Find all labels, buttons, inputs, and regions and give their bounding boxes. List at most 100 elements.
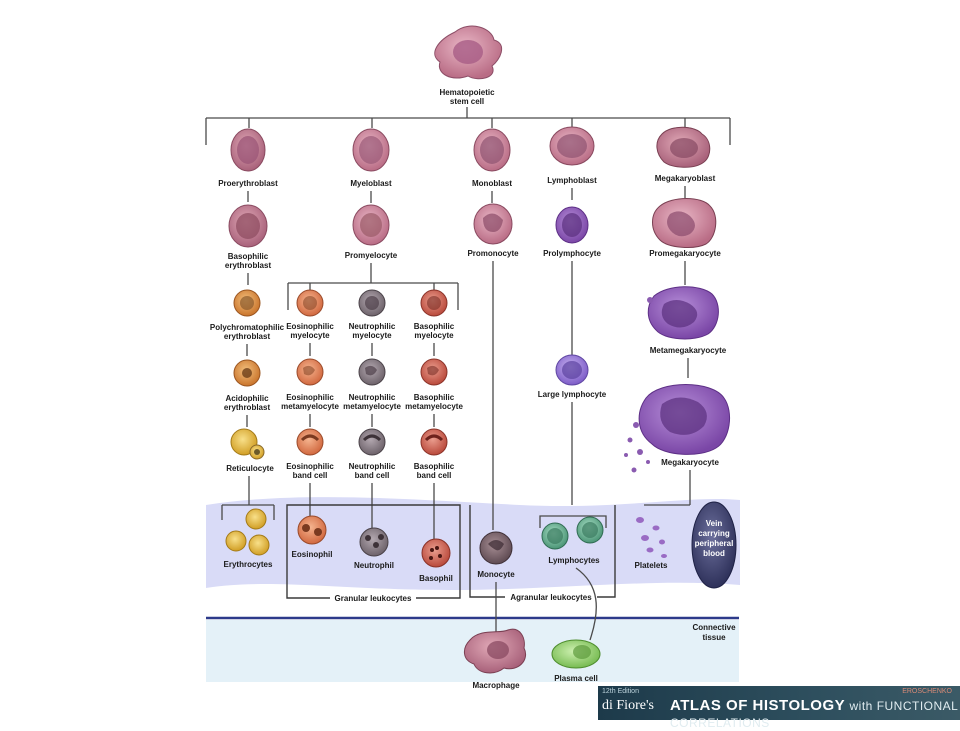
neutrophilic-band-cell-label-2: band cell xyxy=(355,471,390,480)
megakaryoblast-label: Megakaryoblast xyxy=(655,174,716,183)
promonocyte-icon xyxy=(473,203,513,245)
basophilic-metamyelocyte-icon xyxy=(420,358,448,386)
platelets-icon xyxy=(636,517,667,558)
megakaryocyte-icon xyxy=(624,384,731,473)
vein-label: Vein xyxy=(706,519,723,528)
monocyte-label: Monocyte xyxy=(477,570,515,579)
reticulocyte-label: Reticulocyte xyxy=(226,464,274,473)
eosinophilic-metamyelocyte-icon xyxy=(296,358,324,386)
promegakaryocyte-label: Promegakaryocyte xyxy=(649,249,721,258)
platelets-label: Platelets xyxy=(635,561,668,570)
erythrocytes-icon xyxy=(225,508,270,556)
prolymphocyte-icon xyxy=(555,206,589,244)
myeloblast-label: Myeloblast xyxy=(350,179,392,188)
promyelocyte-icon xyxy=(352,204,390,246)
basophilic-myelocyte-label: Basophilic xyxy=(414,322,455,331)
monocyte-icon xyxy=(479,531,513,565)
basophil-label: Basophil xyxy=(419,574,453,583)
neutrophilic-band-cell-label: Neutrophilic xyxy=(349,462,396,471)
publisher-label: di Fiore's xyxy=(602,698,654,713)
reticulocyte-icon xyxy=(230,428,265,460)
promegakaryocyte-icon xyxy=(652,198,717,248)
neutrophil-label: Neutrophil xyxy=(354,561,394,570)
basophilic-myelocyte-icon xyxy=(420,289,448,317)
polychromatophilic-label: Polychromatophilic xyxy=(210,323,285,332)
basophilic-erythroblast-icon xyxy=(228,204,268,248)
lymphocytes-icon xyxy=(541,516,604,550)
granular-leukocytes-bracket xyxy=(286,504,461,599)
basophilic-band-cell-icon xyxy=(420,428,448,456)
neutrophilic-myelocyte-label: Neutrophilic xyxy=(349,322,396,331)
book-title-main: ATLAS OF HISTOLOGY xyxy=(670,697,845,714)
lymphocytes-label: Lymphocytes xyxy=(548,556,600,565)
eosinophilic-metamyelocyte-label: Eosinophilic xyxy=(286,393,334,402)
basophilic-myelocyte-label-2: myelocyte xyxy=(414,331,454,340)
eosinophilic-band-cell-label-2: band cell xyxy=(293,471,328,480)
proerythroblast-icon xyxy=(230,128,266,172)
large-lymphocyte-label: Large lymphocyte xyxy=(538,390,607,399)
plasma-cell-icon xyxy=(551,639,601,669)
book-title: ATLAS OF HISTOLOGY with FUNCTIONAL CORRE… xyxy=(670,697,960,731)
eosinophil-icon xyxy=(297,515,327,545)
large-lymphocyte-icon xyxy=(555,354,589,386)
polychromatophilic-label-2: erythroblast xyxy=(224,332,271,341)
megakaryoblast-icon xyxy=(656,126,711,168)
megakaryocyte-label: Megakaryocyte xyxy=(661,458,719,467)
author-label: EROSCHENKO xyxy=(902,688,952,695)
basophilic-band-cell-label-2: band cell xyxy=(417,471,452,480)
basophilic-erythroblast-label: Basophilic xyxy=(228,252,269,261)
metamegakaryocyte-icon xyxy=(647,286,719,340)
connective-tissue-label-2: tissue xyxy=(702,633,726,642)
promyelocyte-label: Promyelocyte xyxy=(345,251,398,260)
lymphoblast-icon xyxy=(549,126,595,166)
connective-tissue-label: Connective xyxy=(692,623,736,632)
edition-label: 12th Edition xyxy=(602,688,639,695)
monoblast-label: Monoblast xyxy=(472,179,512,188)
neutrophilic-metamyelocyte-icon xyxy=(358,358,386,386)
lymphoblast-label: Lymphoblast xyxy=(547,176,597,185)
neutrophil-icon xyxy=(359,527,389,557)
metamegakaryocyte-label: Metamegakaryocyte xyxy=(650,346,727,355)
prolymphocyte-label: Prolymphocyte xyxy=(543,249,601,258)
basophil-icon xyxy=(421,538,451,568)
stem-cell-label: Hematopoietic xyxy=(439,88,495,97)
promonocyte-label: Promonocyte xyxy=(467,249,519,258)
plasma-cell-label: Plasma cell xyxy=(554,674,598,683)
neutrophilic-myelocyte-icon xyxy=(358,289,386,317)
stem-cell-label-2: stem cell xyxy=(450,97,484,106)
eosinophilic-metamyelocyte-label-2: metamyelocyte xyxy=(281,402,339,411)
macrophage-label: Macrophage xyxy=(472,681,520,690)
stem-cell-icon xyxy=(434,25,503,80)
eosinophilic-myelocyte-icon xyxy=(296,289,324,317)
polychromatophilic-erythroblast-icon xyxy=(233,289,261,317)
neutrophilic-metamyelocyte-label-2: metamyelocyte xyxy=(343,402,401,411)
agranular-leukocytes-label: Agranular leukocytes xyxy=(510,593,592,602)
book-footer-banner: 12th Edition di Fiore's ATLAS OF HISTOLO… xyxy=(598,686,960,730)
eosinophilic-band-cell-label: Eosinophilic xyxy=(286,462,334,471)
macrophage-icon xyxy=(464,628,526,674)
vein-label-2: carrying xyxy=(698,529,730,538)
eosinophilic-band-cell-icon xyxy=(296,428,324,456)
eosinophil-label: Eosinophil xyxy=(292,550,333,559)
acidophilic-erythroblast-label: Acidophilic xyxy=(225,394,269,403)
monoblast-icon xyxy=(473,128,511,172)
eosinophilic-myelocyte-label-2: myelocyte xyxy=(290,331,330,340)
erythrocytes-label: Erythrocytes xyxy=(224,560,273,569)
acidophilic-erythroblast-label-2: erythroblast xyxy=(224,403,271,412)
granular-leukocytes-label: Granular leukocytes xyxy=(335,594,412,603)
acidophilic-erythroblast-icon xyxy=(233,359,261,387)
basophilic-erythroblast-label-2: erythroblast xyxy=(225,261,272,270)
vein-label-4: blood xyxy=(703,549,725,558)
myeloblast-icon xyxy=(352,128,390,172)
basophilic-metamyelocyte-label-2: metamyelocyte xyxy=(405,402,463,411)
basophilic-band-cell-label: Basophilic xyxy=(414,462,455,471)
eosinophilic-myelocyte-label: Eosinophilic xyxy=(286,322,334,331)
basophilic-metamyelocyte-label: Basophilic xyxy=(414,393,455,402)
neutrophilic-band-cell-icon xyxy=(358,428,386,456)
neutrophilic-metamyelocyte-label: Neutrophilic xyxy=(349,393,396,402)
vein-icon xyxy=(691,501,737,589)
proerythroblast-label: Proerythroblast xyxy=(218,179,278,188)
neutrophilic-myelocyte-label-2: myelocyte xyxy=(352,331,392,340)
